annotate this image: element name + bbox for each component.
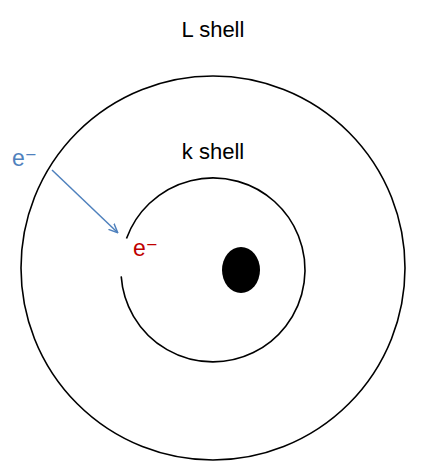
shell-electron: e⁻ [133,236,158,261]
shell-line [121,178,305,362]
nucleus [222,247,260,293]
shell-line [21,76,405,460]
shell-outline [18,14,408,466]
shell-circle: L shell k shell [18,14,408,466]
shell-label: L shell [182,18,245,42]
shell-label: k shell [182,140,244,164]
electron-arrow [52,170,117,232]
free-electron: e⁻ [12,146,37,171]
